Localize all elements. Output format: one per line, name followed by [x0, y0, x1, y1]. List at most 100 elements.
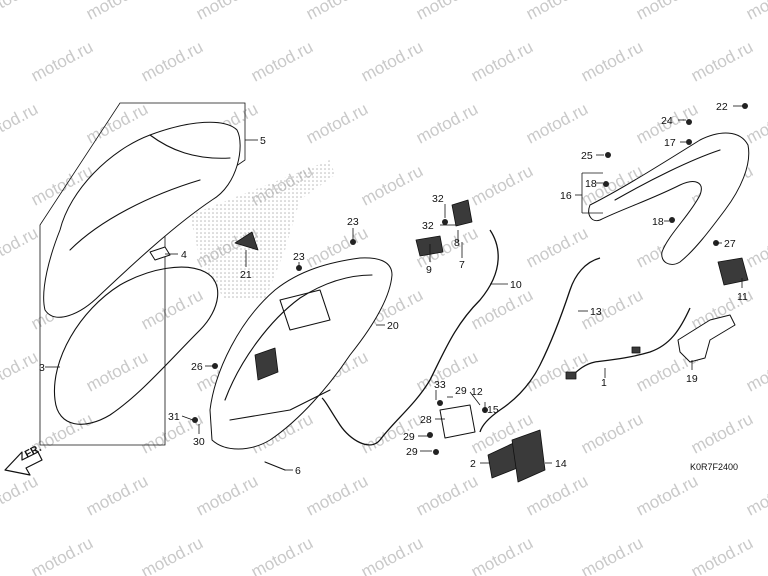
watermark-text: motod.ru — [688, 409, 756, 457]
callout-22: 22 — [716, 101, 728, 113]
watermark-text: motod.ru — [83, 471, 151, 519]
callout-2: 2 — [470, 458, 476, 470]
callout-11: 11 — [737, 291, 748, 303]
bracket-part — [234, 231, 259, 251]
watermark-text: motod.ru — [523, 223, 591, 271]
switch-assembly-part — [487, 429, 546, 483]
watermark-text: motod.ru — [0, 471, 41, 519]
callout-16: 16 — [560, 190, 572, 202]
watermark-text: motod.ru — [413, 99, 481, 147]
pin-6 — [264, 461, 286, 471]
latch-part-8 — [451, 199, 473, 227]
watermark-text: motod.ru — [0, 0, 41, 24]
watermark-text: motod.ru — [578, 285, 646, 333]
bracket-28 — [439, 404, 476, 439]
watermark-text: motod.ru — [633, 0, 701, 24]
watermark-text: motod.ru — [303, 99, 371, 147]
callout-7: 7 — [459, 259, 465, 271]
watermark-text: motod.ru — [743, 223, 768, 271]
callout-3: 3 — [39, 362, 45, 374]
diagram-code: K0R7F2400 — [690, 462, 738, 472]
watermark-text: motod.ru — [193, 0, 261, 24]
callout-30: 30 — [193, 436, 205, 448]
watermark-text: motod.ru — [0, 347, 41, 395]
callout-29b: 29 — [403, 431, 415, 443]
latch-part-9 — [415, 235, 444, 257]
callout-28: 28 — [420, 414, 432, 426]
harness-connector-2 — [631, 346, 641, 354]
watermark-text: motod.ru — [358, 161, 426, 209]
watermark-text: motod.ru — [28, 533, 96, 576]
callout-15: 15 — [487, 404, 499, 416]
cable-13 — [479, 257, 601, 433]
callout-10: 10 — [510, 279, 522, 291]
callout-6: 6 — [295, 465, 301, 477]
callout-25: 25 — [581, 150, 593, 162]
callout-9: 9 — [426, 264, 432, 276]
callout-20: 20 — [387, 320, 399, 332]
callout-14: 14 — [555, 458, 567, 470]
callout-29a: 29 — [455, 385, 467, 397]
watermark-text: motod.ru — [468, 285, 536, 333]
seat-gasket-part — [53, 266, 219, 425]
seat-part — [43, 121, 241, 318]
callout-31: 31 — [168, 411, 180, 423]
leader-lines — [45, 105, 743, 471]
watermark-text: motod.ru — [743, 0, 768, 24]
callout-32a: 32 — [432, 193, 444, 205]
latch-assembly-11 — [717, 257, 749, 286]
watermark-text: motod.ru — [358, 37, 426, 85]
callout-23a: 23 — [347, 216, 359, 228]
callout-17: 17 — [664, 137, 676, 149]
watermark-text: motod.ru — [248, 37, 316, 85]
halftone-shadow — [190, 160, 335, 300]
callout-8: 8 — [454, 237, 460, 249]
callout-4: 4 — [181, 249, 187, 261]
watermark-text: motod.ru — [413, 0, 481, 24]
watermark-text: motod.ru — [248, 533, 316, 576]
callout-labels: 1 2 3 4 5 6 7 8 9 10 11 12 13 14 15 16 1… — [39, 101, 748, 477]
callout-13: 13 — [590, 306, 602, 318]
callout-27: 27 — [724, 238, 736, 250]
callout-18b: 18 — [652, 216, 664, 228]
callout-18a: 18 — [585, 178, 597, 190]
fasteners — [192, 103, 748, 455]
watermark-text: motod.ru — [523, 471, 591, 519]
watermark-text: motod.ru — [468, 37, 536, 85]
watermark-text: motod.ru — [468, 533, 536, 576]
callout-5: 5 — [260, 135, 266, 147]
watermark-text: motod.ru — [83, 0, 151, 24]
callout-21: 21 — [240, 269, 252, 281]
luggage-box-part — [209, 257, 393, 450]
watermark-text: motod.ru — [578, 533, 646, 576]
watermark-text: motod.ru — [303, 0, 371, 24]
watermark-text: motod.ru — [138, 285, 206, 333]
watermark-text: motod.ru — [193, 471, 261, 519]
callout-33: 33 — [434, 379, 446, 391]
callout-19: 19 — [686, 373, 698, 385]
callout-1: 1 — [601, 377, 607, 389]
callout-23b: 23 — [293, 251, 305, 263]
watermark-text: motod.ru — [138, 37, 206, 85]
label-plate-part — [149, 246, 171, 261]
watermark-text: motod.ru — [523, 0, 591, 24]
harness-connector — [565, 371, 577, 380]
watermark-text: motod.ru — [523, 99, 591, 147]
watermark-text: motod.ru — [28, 37, 96, 85]
watermark-text: motod.ru — [303, 471, 371, 519]
bracket-19 — [677, 314, 736, 363]
watermark-text: motod.ru — [688, 37, 756, 85]
callout-29c: 29 — [406, 446, 418, 458]
callout-12: 12 — [471, 386, 483, 398]
watermark-text: motod.ru — [83, 347, 151, 395]
callout-26: 26 — [191, 361, 203, 373]
harness-1 — [571, 307, 691, 377]
watermark-text: motod.ru — [0, 223, 41, 271]
watermark-text: motod.ru — [688, 533, 756, 576]
front-direction-arrow: FR. — [4, 442, 43, 476]
watermark-text: motod.ru — [0, 99, 41, 147]
watermark-text: motod.ru — [578, 409, 646, 457]
watermark-text: motod.ru — [523, 347, 591, 395]
watermark-text: motod.ru — [633, 471, 701, 519]
